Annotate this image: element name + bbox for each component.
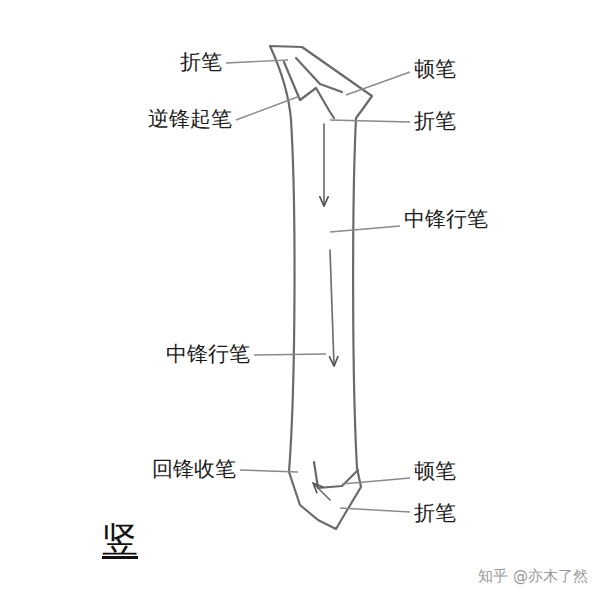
stroke-label: 回锋收笔 [152, 457, 236, 482]
stroke-label: 折笔 [414, 109, 456, 134]
leader-line [226, 60, 288, 63]
stroke-outline [270, 46, 372, 529]
stroke-label: 折笔 [414, 501, 456, 526]
leader-line [330, 226, 400, 232]
stroke-label: 顿笔 [414, 459, 456, 484]
stroke-label: 中锋行笔 [166, 342, 250, 367]
return-line [314, 462, 358, 488]
stroke-label: 顿笔 [414, 57, 456, 82]
diagram-title: 竖 [102, 520, 138, 560]
stroke-label: 逆锋起笔 [148, 107, 232, 132]
path-arrow [323, 124, 325, 205]
leader-line [342, 478, 410, 484]
return-arrow [314, 484, 330, 500]
stroke-label: 折笔 [180, 50, 222, 75]
watermark: 知乎 @亦木了然 [478, 567, 588, 585]
path-arrow [330, 250, 334, 365]
leader-line [330, 120, 410, 122]
leader-line [340, 508, 410, 512]
stroke-label: 中锋行笔 [404, 207, 488, 232]
inner-turn-line [284, 62, 334, 118]
leader-line [254, 354, 326, 355]
leader-line [346, 72, 410, 95]
leader-line [240, 470, 298, 472]
inner-fold-line [296, 58, 342, 92]
leader-line [236, 96, 300, 120]
